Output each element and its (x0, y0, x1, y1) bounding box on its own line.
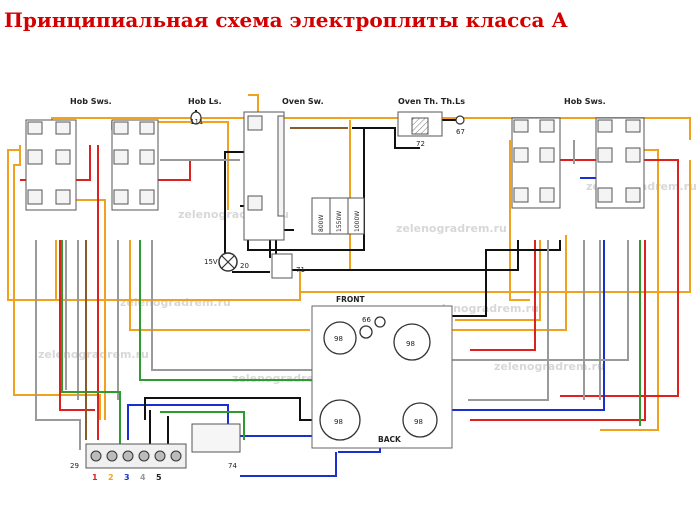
oven-element-table (311, 197, 365, 235)
num-72: 72 (416, 140, 425, 148)
thermostat-probe (455, 115, 465, 125)
num-71: 71 (296, 266, 305, 274)
earth-block (191, 423, 241, 453)
terminal-5: 5 (156, 473, 162, 482)
components (25, 111, 645, 469)
hotplate-front-left (323, 321, 357, 355)
oven-element-1550w: 1550W (336, 211, 343, 232)
hob-plates (319, 316, 438, 441)
label-hob-sws-right: Hob Sws. (564, 97, 606, 106)
num-74: 74 (228, 462, 237, 470)
hotplate-front-right (393, 323, 431, 361)
label-oven-sw: Oven Sw. (282, 97, 324, 106)
plate-num-3: 98 (334, 418, 343, 426)
watermark-4: zelenogradrem.ru (120, 296, 231, 309)
label-back: BACK (378, 435, 402, 444)
watermark-5: zelenogradrem.ru (428, 302, 539, 315)
label-oven-th: Oven Th. Th.Ls (398, 97, 465, 106)
oven-element-800w: 800W (318, 215, 325, 232)
watermark-6: zelenogradrem.ru (38, 348, 149, 361)
num-20: 20 (240, 262, 249, 270)
watermark-2: zelenogradrem.ru (396, 222, 507, 235)
terminal-3: 3 (124, 473, 130, 482)
terminal-2: 2 (108, 473, 114, 482)
num-66: 66 (362, 316, 371, 324)
hotplate-back-right (402, 402, 438, 438)
terminal-4: 4 (140, 473, 146, 482)
plate-num-4: 98 (414, 418, 423, 426)
num-111: 111 (190, 118, 203, 126)
plate-num-1: 98 (334, 335, 343, 343)
num-67: 67 (456, 128, 465, 136)
oven-switch (243, 111, 285, 241)
oven-element-1000w: 1000W (354, 211, 361, 232)
terminal-block (85, 443, 187, 469)
terminal-screws (90, 450, 182, 462)
label-hob-ls: Hob Ls. (188, 97, 222, 106)
watermark-7: zelenogradrem.ru (494, 360, 605, 373)
num-29: 29 (70, 462, 79, 470)
plate-num-2: 98 (406, 340, 415, 348)
hotplate-back-left (319, 399, 361, 441)
terminal-1: 1 (92, 473, 98, 482)
lamp-voltage: 15V (204, 258, 218, 266)
oven-element-labels: 800W 1550W 1000W (318, 211, 361, 232)
oven-lamp (218, 252, 238, 272)
label-front: FRONT (336, 295, 366, 304)
label-hob-sws-left: Hob Sws. (70, 97, 112, 106)
relay-71 (271, 253, 293, 279)
hob-light (190, 111, 202, 125)
page-title: Принципиальная схема электроплиты класса… (4, 8, 568, 32)
